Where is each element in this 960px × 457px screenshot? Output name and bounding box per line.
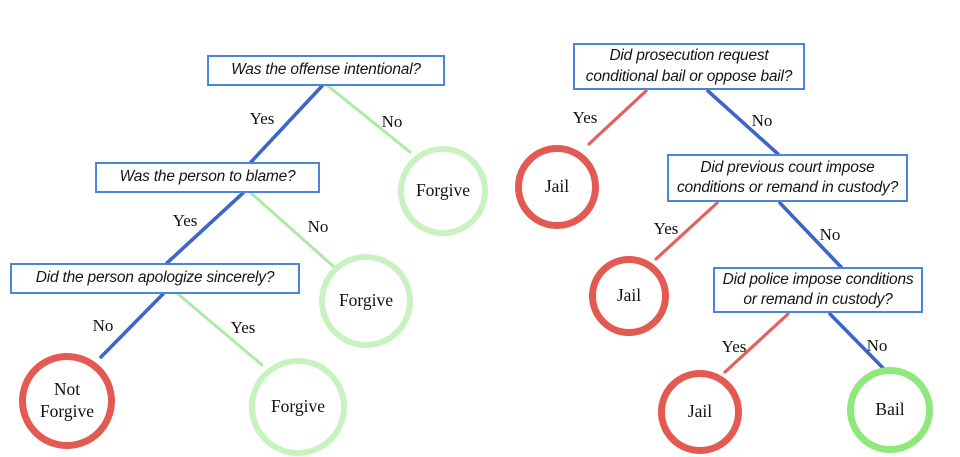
question-box-prosecution-request: Did prosecution request conditional bail… (573, 43, 805, 90)
branch-label-right-q3-yes: Yes (721, 337, 747, 356)
edge-left-q3-no (99, 292, 165, 359)
outcome-label: Forgive (270, 396, 326, 417)
question-box-person-to-blame: Was the person to blame? (95, 162, 320, 193)
outcome-node-forgive-mid: Forgive (319, 254, 413, 348)
branch-label-left-q2-no: No (307, 217, 329, 236)
edge-right-q3-yes (723, 312, 790, 374)
edge-left-q1-yes (249, 84, 324, 164)
branch-label-left-q2-yes: Yes (172, 211, 198, 230)
outcome-node-not-forgive: Not Forgive (19, 353, 115, 449)
question-box-offense-intentional: Was the offense intentional? (207, 55, 445, 86)
branch-label-right-q2-yes: Yes (653, 219, 679, 238)
branch-label-left-q3-yes: Yes (230, 318, 256, 337)
question-text: Did the person apologize sincerely? (35, 269, 275, 287)
edge-right-q1-no (706, 89, 780, 156)
outcome-node-jail-1: Jail (515, 145, 599, 229)
branch-label-right-q1-no: No (751, 111, 773, 130)
question-text: Did police impose conditions or remand i… (722, 270, 914, 308)
branch-label-right-q2-no: No (819, 225, 841, 244)
branch-label-right-q3-no: No (866, 336, 888, 355)
edge-right-q2-yes (654, 201, 719, 261)
outcome-label: Forgive (338, 290, 394, 311)
outcome-label: Forgive (415, 180, 471, 201)
outcome-node-forgive-bottom: Forgive (249, 358, 347, 456)
outcome-label: Jail (687, 401, 713, 422)
outcome-node-jail-2: Jail (589, 256, 669, 336)
outcome-node-forgive-top: Forgive (398, 146, 488, 236)
outcome-label: Bail (875, 399, 905, 420)
branch-label-left-q1-no: No (381, 112, 403, 131)
edge-left-q2-no (249, 191, 335, 268)
edge-right-q1-yes (587, 89, 648, 146)
question-box-previous-court: Did previous court impose conditions or … (667, 154, 908, 202)
outcome-node-jail-3: Jail (658, 370, 742, 454)
edge-left-q2-yes (165, 191, 245, 265)
edge-right-q2-no (778, 201, 843, 269)
question-box-police-impose: Did police impose conditions or remand i… (713, 267, 923, 313)
branch-label-right-q1-yes: Yes (572, 108, 598, 127)
question-text: Was the offense intentional? (231, 61, 421, 79)
outcome-label: Jail (544, 176, 570, 197)
outcome-node-bail: Bail (847, 367, 933, 453)
outcome-label: Not Forgive (39, 379, 95, 421)
edge-left-q3-yes (176, 292, 264, 367)
question-text: Did prosecution request conditional bail… (585, 47, 793, 85)
edge-left-q1-no (326, 84, 412, 154)
outcome-label: Jail (616, 285, 642, 306)
question-box-apologize-sincerely: Did the person apologize sincerely? (10, 263, 300, 294)
edge-right-q3-no (828, 312, 886, 371)
branch-label-left-q3-no: No (92, 316, 114, 335)
question-text: Did previous court impose conditions or … (676, 158, 899, 196)
branch-label-left-q1-yes: Yes (249, 109, 275, 128)
question-text: Was the person to blame? (119, 168, 296, 186)
